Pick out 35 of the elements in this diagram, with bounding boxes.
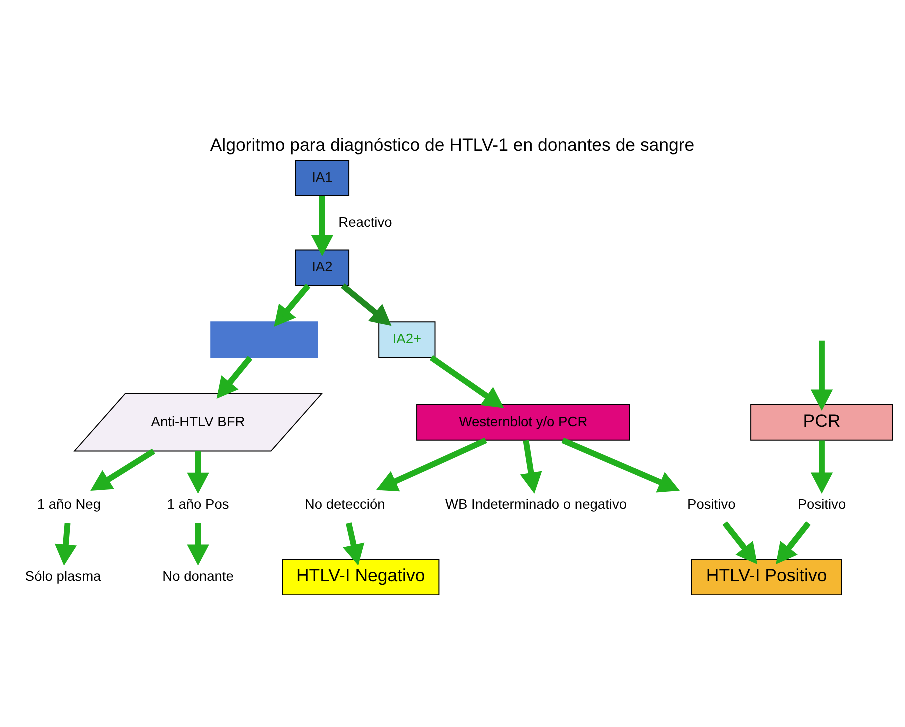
- node-text: No detección: [304, 496, 386, 512]
- arrow: [376, 437, 488, 492]
- arrow: [562, 437, 680, 492]
- arrow: [216, 356, 253, 398]
- arrow: [90, 448, 156, 491]
- arrow: [776, 521, 811, 564]
- node-text: Sólo plasma: [25, 568, 102, 584]
- node-text: WB Indeterminado o negativo: [445, 496, 628, 512]
- node-text: 1 año Neg: [37, 496, 102, 512]
- arrow: [722, 520, 758, 564]
- arrow: [311, 196, 334, 256]
- node-text: 1 año Pos: [167, 496, 230, 512]
- node-box: Westernblot y/o PCR: [416, 404, 630, 440]
- node-text: Positivo: [798, 496, 846, 512]
- arrow: [341, 283, 392, 326]
- edge-label: Reactivo: [338, 214, 392, 230]
- node-text: Positivo: [688, 496, 736, 512]
- node-box: HTLV-I Negativo: [282, 558, 440, 596]
- node-box: IA2: [295, 249, 350, 286]
- arrow: [520, 440, 542, 494]
- node-box: IA1: [295, 160, 350, 196]
- arrow: [274, 283, 311, 326]
- arrow: [54, 522, 78, 566]
- arrow: [187, 522, 210, 566]
- node-box: [210, 321, 318, 358]
- diagram-title: Algoritmo para diagnóstico de HTLV-1 en donantes de sangre: [210, 134, 695, 155]
- node-box: IA2+: [378, 321, 436, 358]
- node-box: HTLV-I Positivo: [691, 558, 842, 596]
- arrow: [810, 440, 834, 494]
- arrow: [430, 354, 504, 408]
- node-box: PCR: [750, 404, 894, 440]
- arrow: [810, 340, 834, 410]
- node-text: No donante: [162, 568, 234, 584]
- arrow: [343, 522, 365, 566]
- arrow: [187, 450, 210, 494]
